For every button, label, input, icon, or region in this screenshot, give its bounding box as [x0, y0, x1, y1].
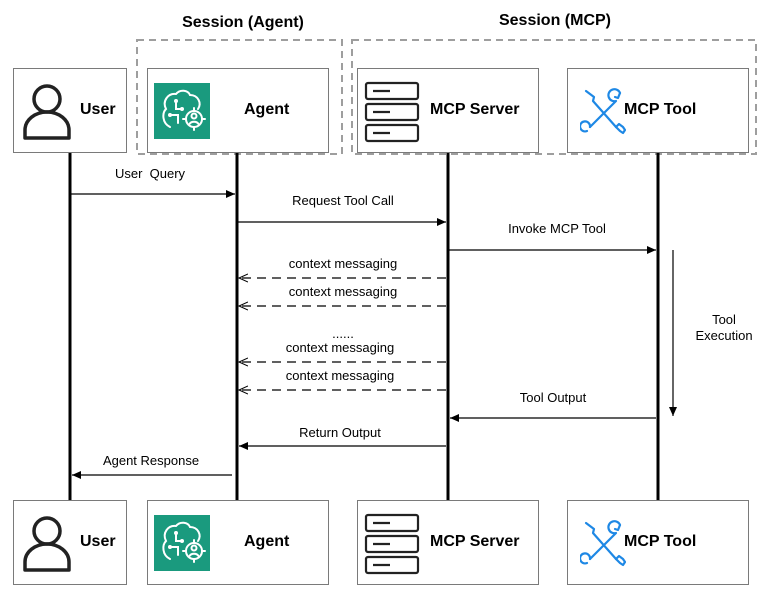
msg-return-output: Return Output: [299, 425, 381, 440]
participant-label: Agent: [244, 101, 290, 118]
participant-mcp-server-top: MCP Server: [357, 68, 539, 153]
session-agent-boundary: [136, 39, 343, 155]
participant-mcp-tool-top: MCP Tool: [567, 68, 749, 153]
session-agent-label: Session (Agent): [182, 14, 304, 31]
participant-mcp-tool-bottom: MCP Tool: [567, 500, 749, 585]
msg-tool-execution-1: Tool: [712, 312, 736, 327]
wrench-screwdriver-icon: [580, 88, 626, 135]
person-icon: [23, 84, 71, 140]
ai-brain-icon: [154, 515, 210, 571]
participant-user-bottom: User: [13, 500, 127, 585]
participant-user-top: User: [13, 68, 127, 153]
msg-ellipsis: ......: [332, 326, 354, 341]
participant-label: User: [80, 533, 116, 550]
msg-context-1: context messaging: [289, 256, 397, 271]
participant-label: MCP Server: [430, 533, 520, 550]
participant-label: MCP Tool: [624, 101, 697, 118]
msg-request-tool-call: Request Tool Call: [292, 193, 394, 208]
server-stack-icon: [364, 81, 420, 143]
participant-agent-top: Agent: [147, 68, 329, 153]
msg-tool-execution-2: Execution: [695, 328, 752, 343]
msg-tool-output: Tool Output: [520, 390, 587, 405]
msg-user-query: User Query: [115, 166, 186, 181]
person-icon: [23, 516, 71, 572]
participant-label: Agent: [244, 533, 290, 550]
msg-context-4: context messaging: [286, 368, 394, 383]
participant-label: User: [80, 101, 116, 118]
wrench-screwdriver-icon: [580, 520, 626, 567]
ai-brain-icon: [154, 83, 210, 139]
participant-label: MCP Server: [430, 101, 520, 118]
msg-invoke-mcp-tool: Invoke MCP Tool: [508, 221, 606, 236]
participant-agent-bottom: Agent: [147, 500, 329, 585]
msg-context-3: context messaging: [286, 340, 394, 355]
msg-agent-response: Agent Response: [103, 453, 199, 468]
session-mcp-label: Session (MCP): [498, 12, 611, 29]
msg-context-2: context messaging: [289, 284, 397, 299]
session-mcp-boundary: [351, 39, 757, 155]
participant-mcp-server-bottom: MCP Server: [357, 500, 539, 585]
participant-label: MCP Tool: [624, 533, 697, 550]
server-stack-icon: [364, 513, 420, 575]
